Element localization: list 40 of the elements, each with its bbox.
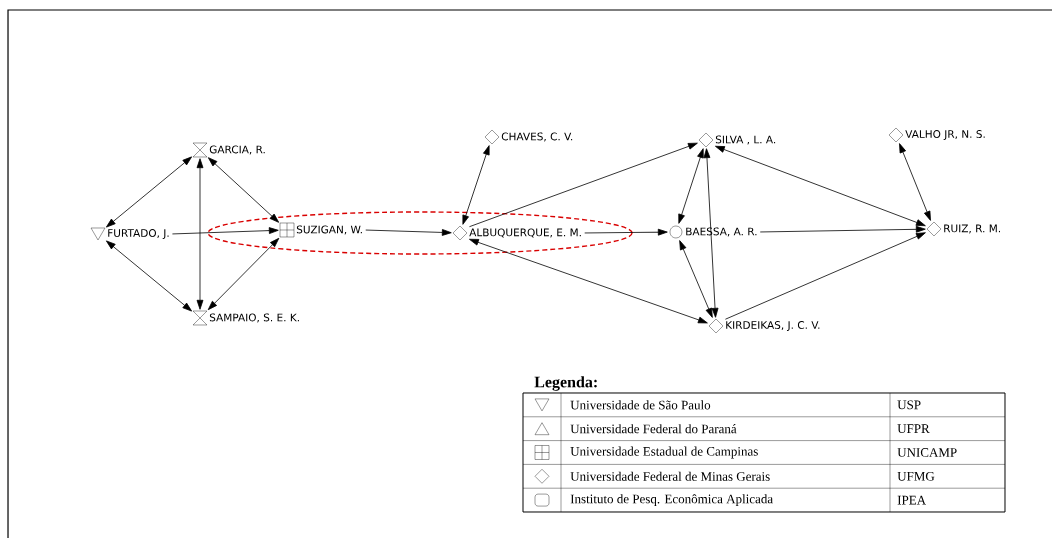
arrow: [678, 148, 704, 224]
arrow: [462, 145, 490, 225]
author-name: GARCIA, R.: [209, 145, 265, 155]
legend-text: Universidade Federal de Minas Gerais: [570, 471, 770, 481]
legend-abbreviation: UNICAMP: [897, 448, 957, 457]
arrow: [172, 227, 279, 235]
author-name: SILVA , L. A.: [715, 135, 776, 145]
arrow: [365, 229, 452, 236]
legend-text: Universidade de São Paulo: [570, 400, 711, 410]
arrow: [679, 240, 713, 318]
author-name: SUZIGAN, W.: [296, 225, 362, 235]
author-name: VALHO JR, N. S.: [905, 130, 985, 140]
author-name: ALBUQUERQUE, E. M.: [469, 228, 581, 238]
legend-abbreviation: UFPR: [897, 424, 930, 433]
arrow: [105, 240, 193, 312]
author-name: BAESSA, A. R.: [686, 227, 757, 237]
arrow: [759, 225, 926, 233]
legend-abbreviation: IPEA: [897, 495, 926, 505]
legend-text: Universidade Federal do Paraná: [570, 424, 737, 434]
legend-text: Universidade Estadual de Campinas: [570, 446, 758, 459]
arrow: [703, 148, 719, 318]
author-name: CHAVES, C. V.: [501, 132, 573, 142]
arrow: [899, 143, 931, 221]
author-name: KIRDEIKAS, J. C. V.: [726, 321, 820, 331]
arrow: [725, 232, 926, 320]
legend-title: Legenda:: [534, 376, 597, 391]
arrow: [196, 158, 204, 310]
arrow: [105, 156, 193, 228]
author-name: SAMPAIO, S. E. K.: [209, 313, 299, 323]
arrow: [207, 237, 280, 311]
legend-abbreviation: UFMG: [897, 471, 935, 481]
legend-text: Instituto de Pesq. Econômica Aplicada: [570, 494, 773, 506]
arrow: [584, 228, 668, 236]
arrow: [715, 145, 926, 227]
author-name: RUIZ, R. M.: [944, 224, 1000, 234]
author-name: FURTADO, J.: [108, 229, 169, 239]
arrow: [469, 142, 698, 228]
arrow: [469, 238, 708, 324]
arrow: [207, 157, 280, 223]
legend-abbreviation: USP: [897, 400, 921, 410]
